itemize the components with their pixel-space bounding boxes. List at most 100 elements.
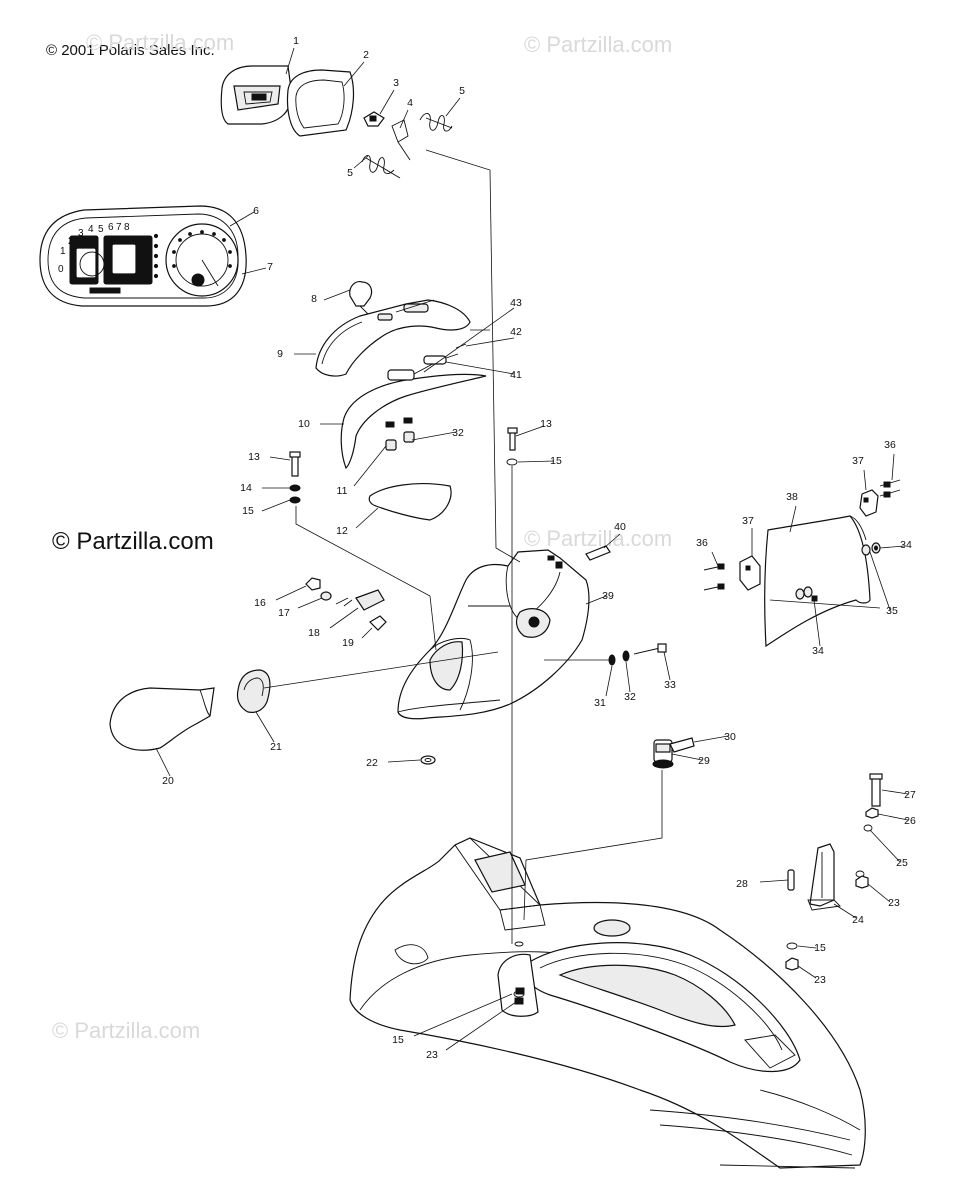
callout-leader-15 xyxy=(261,499,291,512)
callout-label-39: 39 xyxy=(602,590,614,602)
gauge-num-4: 4 xyxy=(88,224,94,235)
copyright-notice: © 2001 Polaris Sales Inc. xyxy=(46,42,215,59)
callout-label-24: 24 xyxy=(852,914,864,926)
callout-leader-11 xyxy=(353,445,387,487)
part-36-fasteners-right xyxy=(879,479,901,498)
callout-label-15: 15 xyxy=(242,505,254,517)
part-5-spring-lower xyxy=(361,155,401,179)
callout-leader-38 xyxy=(789,505,797,533)
gauge-num-0: 0 xyxy=(58,264,64,275)
callout-leader-15 xyxy=(797,945,817,949)
callout-label-19: 19 xyxy=(342,637,354,649)
part-39-console xyxy=(397,549,590,720)
callout-leader-43 xyxy=(423,307,515,373)
part-13-bolt-right xyxy=(507,427,518,451)
callout-label-20: 20 xyxy=(162,775,174,787)
callout-leader-37 xyxy=(863,469,867,491)
part-33-bolt xyxy=(633,643,667,655)
part-9-visor xyxy=(315,299,471,377)
callout-leader-17 xyxy=(297,597,323,609)
callout-leader-7 xyxy=(241,267,267,275)
callout-leader-21 xyxy=(255,711,275,743)
callout-label-15: 15 xyxy=(814,942,826,954)
callout-leader-23 xyxy=(797,965,817,979)
callout-label-15: 15 xyxy=(392,1034,404,1046)
part-19-screw xyxy=(369,615,387,631)
callout-label-10: 10 xyxy=(298,418,310,430)
callout-label-37: 37 xyxy=(852,455,864,467)
callout-label-2: 2 xyxy=(363,49,369,61)
callout-label-32: 32 xyxy=(452,427,464,439)
callout-label-18: 18 xyxy=(308,627,320,639)
part-27-bolt xyxy=(869,773,883,807)
callout-leader-6 xyxy=(229,211,255,227)
callout-leader-15 xyxy=(517,460,555,463)
callout-leader-23 xyxy=(445,1001,517,1051)
part-6-gauge-cluster: 0 1 2 3 4 5 6 7 8 xyxy=(39,205,247,307)
callout-leader-39 xyxy=(585,595,607,605)
callout-label-40: 40 xyxy=(614,521,626,533)
callout-leader-13 xyxy=(269,456,291,461)
watermark-left-dark: © Partzilla.com xyxy=(52,528,214,555)
part-38-panel xyxy=(764,515,871,648)
callout-leader-26 xyxy=(877,813,909,821)
part-5-spring-upper xyxy=(419,113,453,132)
callout-leader-36 xyxy=(711,551,719,567)
part-20-mirror xyxy=(109,687,215,751)
callout-label-34: 34 xyxy=(812,645,824,657)
assembly-guide-line xyxy=(263,651,499,689)
callout-leader-13 xyxy=(515,425,545,437)
part-15-washer-right xyxy=(506,458,518,466)
callout-label-23: 23 xyxy=(426,1049,438,1061)
callout-label-6: 6 xyxy=(253,205,259,217)
callout-label-21: 21 xyxy=(270,741,282,753)
callout-label-31: 31 xyxy=(594,697,606,709)
gauge-num-2: 2 xyxy=(68,236,74,247)
callout-label-8: 8 xyxy=(311,293,317,305)
callout-leader-32 xyxy=(411,431,457,441)
callout-label-5: 5 xyxy=(459,85,465,97)
watermark-top-left: © Partzilla.com xyxy=(86,30,235,55)
callout-label-22: 22 xyxy=(366,757,378,769)
callout-label-41: 41 xyxy=(510,369,522,381)
part-1-hood xyxy=(220,65,293,125)
callout-leader-8 xyxy=(323,289,351,301)
callout-label-34: 34 xyxy=(900,539,912,551)
callout-leader-1 xyxy=(285,47,295,75)
watermark-top-center: © Partzilla.com xyxy=(524,32,673,57)
callout-leader-34 xyxy=(879,545,905,549)
callout-leader-31 xyxy=(605,665,613,697)
callout-label-13: 13 xyxy=(248,451,260,463)
callout-label-9: 9 xyxy=(277,348,283,360)
callout-label-16: 16 xyxy=(254,597,266,609)
callout-label-33: 33 xyxy=(664,679,676,691)
callout-label-23: 23 xyxy=(814,974,826,986)
part-34-washer-upper xyxy=(871,542,881,554)
callout-leader-27 xyxy=(881,789,909,795)
callout-label-26: 26 xyxy=(904,815,916,827)
callout-leader-35 xyxy=(869,551,891,611)
callout-label-13: 13 xyxy=(540,418,552,430)
part-29-switch xyxy=(652,739,674,769)
callout-leader-15 xyxy=(413,993,513,1037)
callout-leader-19 xyxy=(361,627,373,639)
part-37-bracket-right xyxy=(859,489,879,517)
callout-leader-23 xyxy=(867,883,891,903)
part-3-clip xyxy=(363,111,385,127)
gauge-num-6: 6 xyxy=(108,222,114,233)
callout-label-29: 29 xyxy=(698,755,710,767)
callout-label-15: 15 xyxy=(550,455,562,467)
part-32-washer xyxy=(622,650,630,662)
gauge-num-5: 5 xyxy=(98,224,104,235)
watermark-bottom-left: © Partzilla.com xyxy=(52,1018,201,1043)
part-12-pad xyxy=(368,483,452,521)
part-2-bezel xyxy=(286,69,355,137)
part-22-washer xyxy=(420,755,436,765)
callout-leader-24 xyxy=(833,903,857,919)
callout-label-43: 43 xyxy=(510,297,522,309)
gauge-num-7: 7 xyxy=(116,222,122,233)
callout-leader-42 xyxy=(465,337,515,347)
callout-leader-33 xyxy=(663,651,671,681)
